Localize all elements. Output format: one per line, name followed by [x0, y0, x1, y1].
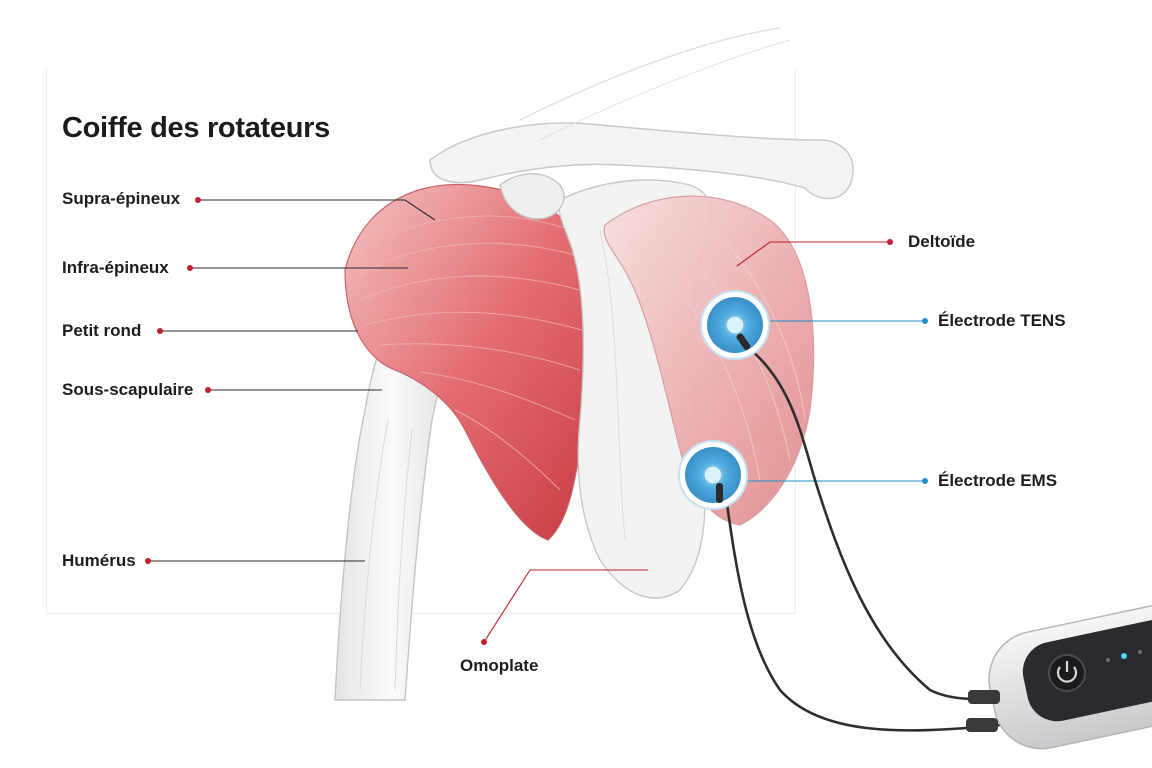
- cable-plug-2: [966, 718, 998, 732]
- label-subscapularis: Sous-scapulaire: [62, 380, 194, 399]
- label-tens-electrode: Électrode TENS: [938, 311, 1066, 330]
- cable-ems: [723, 489, 1001, 732]
- label-humerus: Humérus: [62, 551, 136, 570]
- electrode-cables: [723, 343, 1001, 732]
- dot-ems: [922, 478, 928, 484]
- dot-supraspinatus: [195, 197, 201, 203]
- diagram-title: Coiffe des rotateurs: [62, 112, 330, 144]
- status-led-2: [1121, 653, 1127, 659]
- dot-humerus: [145, 558, 151, 564]
- dot-tens: [922, 318, 928, 324]
- label-infraspinatus: Infra-épineux: [62, 258, 169, 277]
- leader-lines: [148, 199, 925, 643]
- clavicle: [429, 27, 854, 200]
- dot-scapula: [481, 639, 487, 645]
- label-scapula: Omoplate: [460, 656, 539, 675]
- rotator-cuff-muscles: [344, 183, 597, 541]
- leader-dots: [145, 197, 928, 645]
- tens-electrode-pad: [700, 290, 770, 360]
- power-icon[interactable]: [1048, 654, 1086, 692]
- leader-deltoid: [736, 241, 890, 267]
- dot-infraspinatus: [187, 265, 193, 271]
- cable-tens: [744, 343, 1001, 701]
- label-teres-minor: Petit rond: [62, 321, 142, 340]
- guide-line-bottom: [46, 613, 796, 614]
- leader-scapula: [483, 569, 648, 643]
- label-ems-electrode: Électrode EMS: [938, 471, 1058, 490]
- dot-subscapularis: [205, 387, 211, 393]
- dot-teres-minor: [157, 328, 163, 334]
- dot-deltoid: [887, 239, 893, 245]
- leader-supraspinatus: [198, 199, 436, 221]
- status-led-3: [1138, 650, 1142, 654]
- label-deltoid: Deltoïde: [908, 232, 976, 251]
- status-led-1: [1106, 658, 1110, 662]
- stimulation-device: [966, 604, 1152, 750]
- cable-plug-1: [968, 690, 1000, 704]
- guide-line-left: [46, 68, 47, 614]
- ems-electrode-pad: [678, 440, 748, 510]
- acromion: [499, 173, 565, 220]
- label-supraspinatus: Supra-épineux: [62, 189, 181, 208]
